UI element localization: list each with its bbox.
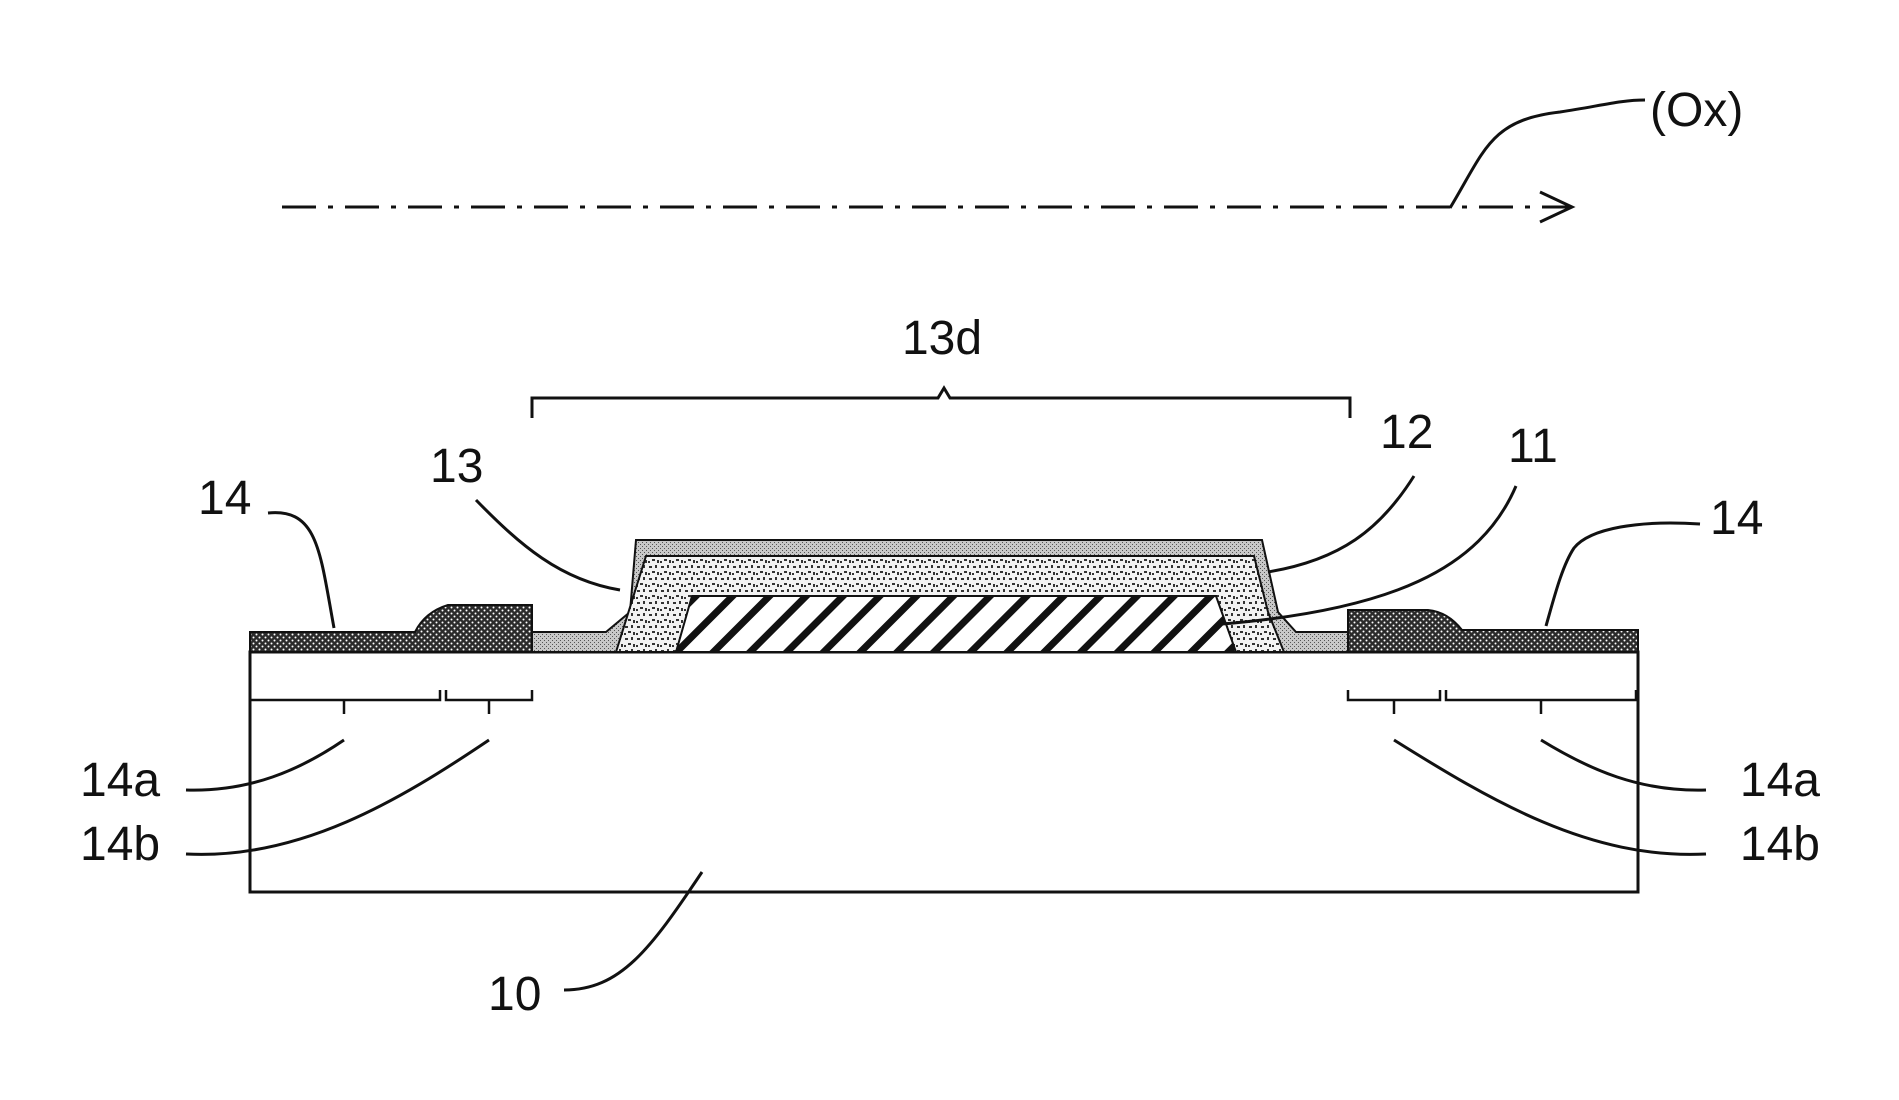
label-14b-right: 14b: [1740, 818, 1820, 871]
label-14-left: 14: [198, 472, 251, 525]
axis-label: (Ox): [1650, 84, 1743, 137]
label-14b-left: 14b: [80, 818, 160, 871]
label-12: 12: [1380, 406, 1433, 459]
label-11: 11: [1508, 420, 1558, 473]
label-10: 10: [488, 968, 541, 1021]
label-14-right: 14: [1710, 492, 1763, 545]
substrate-10: [250, 652, 1638, 892]
layer-11: [676, 596, 1236, 652]
label-14a-right: 14a: [1740, 754, 1820, 807]
leader-14-left: [268, 513, 334, 628]
label-13: 13: [430, 440, 483, 493]
label-13d: 13d: [902, 312, 982, 365]
leader-12: [1268, 476, 1414, 572]
axis-leader: [1450, 100, 1645, 208]
leader-13: [476, 500, 620, 590]
label-14a-left: 14a: [80, 754, 160, 807]
brace-13d: 13d: [532, 312, 1350, 418]
axis-ox: (Ox): [282, 84, 1743, 222]
leader-14-right: [1546, 523, 1700, 626]
